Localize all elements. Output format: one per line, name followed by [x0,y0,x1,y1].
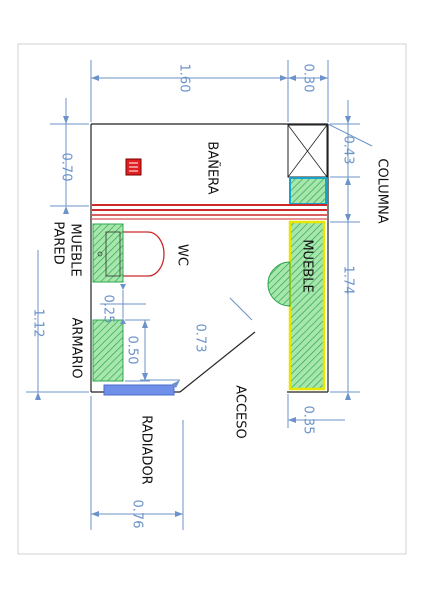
element-labels: BAÑERA COLUMNA MUEBLE WC MUEBLE PARED AR… [51,141,390,484]
dim-armario: 0.50 [125,336,140,365]
columna-shaft [287,124,328,205]
sink-basin [267,261,291,307]
dim-bottom: 0.76 [130,500,145,529]
dimension-lines [26,60,373,530]
dim-right-bottom: 0.35 [301,406,316,435]
dim-columna: 0.43 [341,136,356,165]
label-banera: BAÑERA [205,141,221,194]
label-mueble-pared-1: MUEBLE [68,223,83,276]
access-door-leaf [179,331,256,393]
label-radiador: RADIADOR [139,415,154,484]
dim-mueble-len: 1.74 [341,266,356,295]
mueble-pared [92,223,124,283]
label-wc: WC [175,244,190,266]
radiator [103,384,175,396]
bathtub-tap-icon [125,158,142,176]
dimension-labels: 1.60 0.30 0.70 0.43 1.74 0.35 1.12 0.25 … [31,64,356,529]
armario-cabinet [92,319,124,382]
sheet-border [17,43,407,555]
label-mueble-pared-2: PARED [51,221,66,264]
label-mueble-right: MUEBLE [300,239,315,292]
label-columna: COLUMNA [375,158,390,223]
label-armario: ARMARIO [69,317,84,378]
dim-diagonal: 0.73 [193,324,208,353]
dim-top-right: 0.30 [301,64,316,93]
dim-wc-gap: 0.25 [101,295,116,324]
dim-left-mid: 1.12 [31,309,46,338]
bathtub-edge [92,204,327,220]
label-acceso: ACCESO [233,385,248,439]
dim-top-width: 1.60 [177,64,192,93]
dim-left-top: 0.70 [59,153,74,182]
columna-box [289,177,327,205]
wc-bowl [123,231,165,277]
wc-cistern [105,231,121,277]
mueble-cabinet [288,220,326,391]
